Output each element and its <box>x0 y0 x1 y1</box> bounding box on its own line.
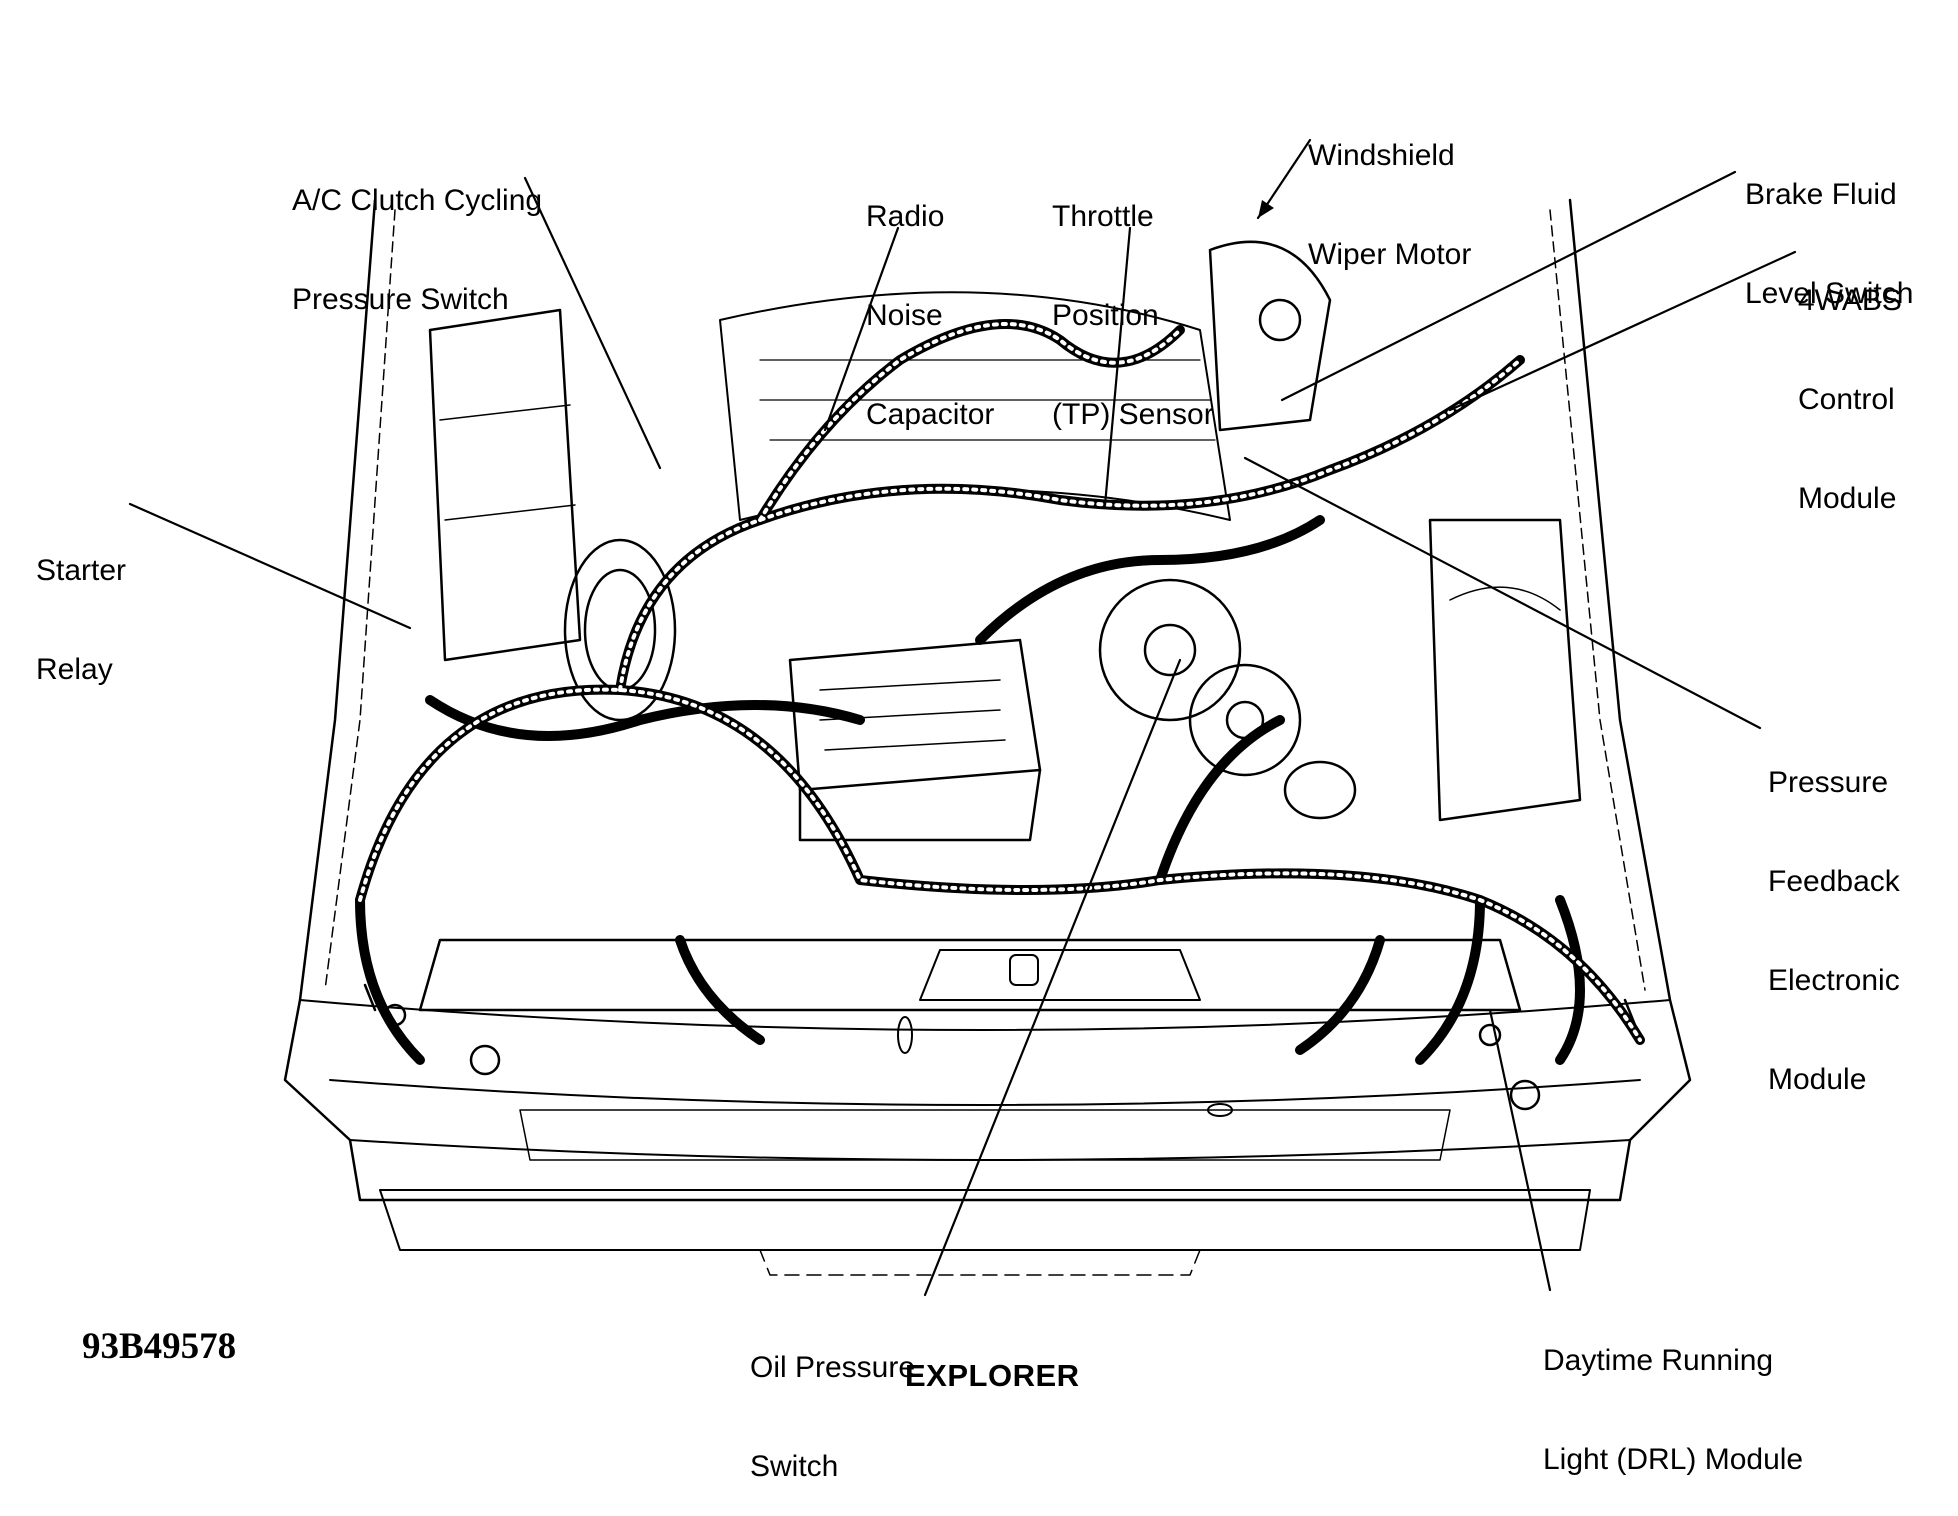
label-brake-fluid-level-switch: Brake Fluid Level Switch <box>1745 112 1913 343</box>
label-throttle-position-sensor: Throttle Position (TP) Sensor <box>1052 134 1214 464</box>
master-cylinder <box>1208 240 1332 432</box>
label-line: Daytime Running <box>1543 1344 1774 1377</box>
callout-leaders <box>128 138 1797 1297</box>
label-line: Electronic <box>1768 964 1900 997</box>
coolant-reservoir <box>1428 518 1582 822</box>
headlamp-bulbs <box>363 983 1637 1111</box>
label-pressure-feedback-electronic-module: Pressure Feedback Electronic Module <box>1768 700 1900 1129</box>
label-ac-clutch-cycling-pressure-switch: A/C Clutch Cycling Pressure Switch <box>292 118 542 349</box>
label-line: Switch <box>750 1450 839 1483</box>
figure-caption: EXPLORER <box>905 1358 1080 1393</box>
wiring-harness-texture <box>358 322 1642 1042</box>
label-line: Wiper Motor <box>1308 238 1472 271</box>
label-line: Pressure <box>1768 766 1889 799</box>
body-outline <box>283 198 1692 1276</box>
label-windshield-wiper-motor: Windshield Wiper Motor <box>1308 73 1471 304</box>
label-daytime-running-light-module: Daytime Running Light (DRL) Module <box>1543 1278 1803 1509</box>
label-line: Oil Pressure <box>750 1351 916 1384</box>
label-line: Capacitor <box>866 398 995 431</box>
label-line: (TP) Sensor <box>1052 398 1214 431</box>
label-line: A/C Clutch Cycling <box>292 184 543 217</box>
label-line: Noise <box>866 299 943 332</box>
engine-compartment-drawing <box>128 138 1797 1297</box>
label-radio-noise-capacitor: Radio Noise Capacitor <box>866 134 994 464</box>
label-line: Light (DRL) Module <box>1543 1443 1804 1476</box>
label-line: Module <box>1798 482 1897 515</box>
label-line: Throttle <box>1052 200 1154 233</box>
label-line: Position <box>1052 299 1159 332</box>
label-line: Level Switch <box>1745 277 1914 310</box>
radiator-support <box>418 938 1522 1117</box>
label-4wabs-control-module: 4WABS Control Module <box>1798 218 1902 548</box>
air-cleaner <box>428 308 677 722</box>
label-line: Relay <box>36 653 113 686</box>
engine-block <box>719 291 1357 842</box>
label-line: Starter <box>36 554 127 587</box>
label-line: Radio <box>866 200 945 233</box>
label-line: Feedback <box>1768 865 1900 898</box>
label-line: Module <box>1768 1063 1867 1096</box>
label-line: Windshield <box>1308 139 1455 172</box>
label-starter-relay: Starter Relay <box>36 488 126 719</box>
label-line: Brake Fluid <box>1745 178 1897 211</box>
label-line: Control <box>1798 383 1895 416</box>
label-line: Pressure Switch <box>292 283 509 316</box>
label-oil-pressure-switch: Oil Pressure Switch <box>750 1285 915 1516</box>
label-line: 4WABS <box>1798 284 1902 317</box>
figure-id: 93B49578 <box>82 1326 237 1367</box>
callout-arrowheads <box>1258 200 1274 218</box>
